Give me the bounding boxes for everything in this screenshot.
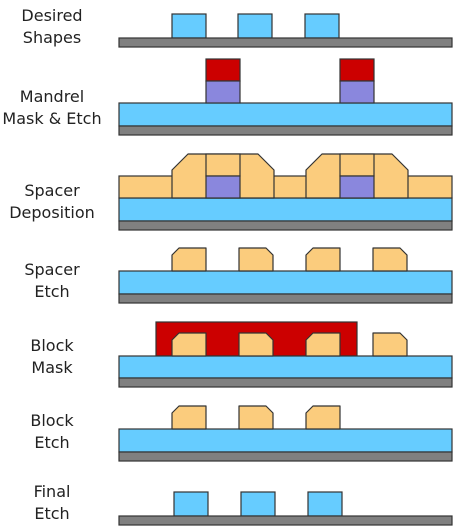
target-layer [118, 355, 453, 379]
label-line: Shapes [22, 28, 82, 47]
substrate [118, 451, 453, 462]
substrate [118, 377, 453, 388]
mandrel [339, 80, 375, 104]
label-mandrel-mask-etch: Mandrel Mask & Etch [0, 86, 104, 130]
label-line: Mandrel [19, 87, 85, 106]
label-block-etch: Block Etch [0, 410, 104, 454]
desired-line [304, 13, 340, 39]
desired-line [237, 13, 273, 39]
spacer [305, 332, 341, 357]
spacer [305, 247, 341, 272]
label-spacer-deposition: Spacer Deposition [0, 180, 104, 224]
spacer [372, 332, 408, 357]
spacer [372, 247, 408, 272]
label-line: Block [30, 411, 74, 430]
label-line: Etch [34, 433, 70, 452]
spacer [305, 405, 341, 430]
label-desired-shapes: Desired Shapes [0, 5, 104, 49]
mandrel [205, 175, 241, 199]
desired-line [171, 13, 207, 39]
spacer [171, 247, 207, 272]
substrate [118, 125, 453, 136]
spacer [171, 405, 207, 430]
spacer [171, 332, 207, 357]
spacer-cap [205, 153, 241, 177]
label-line: Mask [31, 358, 73, 377]
target-layer [118, 197, 453, 222]
final-line [307, 491, 343, 517]
hard-mask [205, 58, 241, 82]
mandrel [205, 80, 241, 104]
spacer-cap [339, 153, 375, 177]
label-line: Block [30, 336, 74, 355]
spacer [238, 247, 274, 272]
hard-mask [339, 58, 375, 82]
label-block-mask: Block Mask [0, 335, 104, 379]
substrate [118, 515, 453, 526]
target-layer [118, 428, 453, 453]
label-final-etch: Final Etch [0, 481, 104, 525]
substrate [118, 220, 453, 231]
mandrel [339, 175, 375, 199]
label-line: Etch [34, 504, 70, 523]
label-line: Deposition [9, 203, 95, 222]
label-line: Desired [21, 6, 83, 25]
spacer [238, 405, 274, 430]
label-line: Etch [34, 282, 70, 301]
label-line: Mask & Etch [2, 109, 102, 128]
target-layer [118, 102, 453, 127]
spacer [238, 332, 274, 357]
substrate [118, 293, 453, 304]
label-line: Final [33, 482, 71, 501]
substrate [118, 37, 453, 48]
label-spacer-etch: Spacer Etch [0, 259, 104, 303]
final-line [173, 491, 209, 517]
label-line: Spacer [24, 181, 80, 200]
target-layer [118, 270, 453, 295]
label-line: Spacer [24, 260, 80, 279]
final-line [240, 491, 276, 517]
